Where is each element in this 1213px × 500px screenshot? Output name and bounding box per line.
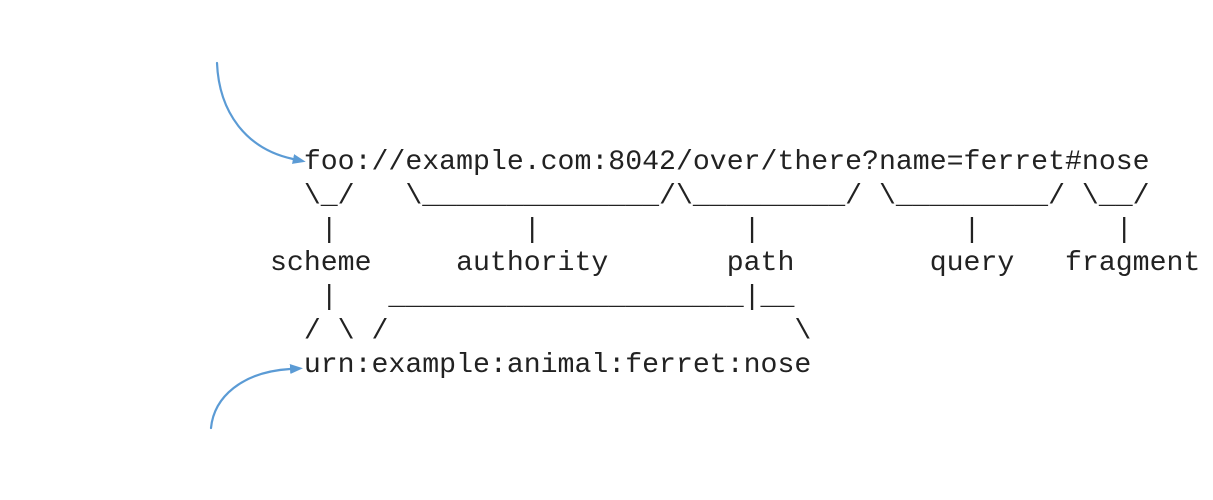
diagram-panel [268,127,1205,403]
urn-connector-line-2: / \ / \ [270,315,812,347]
uri-pointer-line: | | | | | [270,214,1133,246]
uri-example-line: foo://example.com:8042/over/there?name=f… [270,147,1150,178]
component-labels-line: scheme authority path query fragment [270,248,1201,280]
urn-example-line: urn:example:animal:ferret:nose [270,349,812,381]
urn-connector-line-1: | _____________________|__ [270,282,795,314]
uri-brace-line: \_/ \______________/\_________/ \_______… [270,180,1150,212]
uri-ascii-diagram: foo://example.com:8042/over/there?name=f… [270,146,1200,383]
